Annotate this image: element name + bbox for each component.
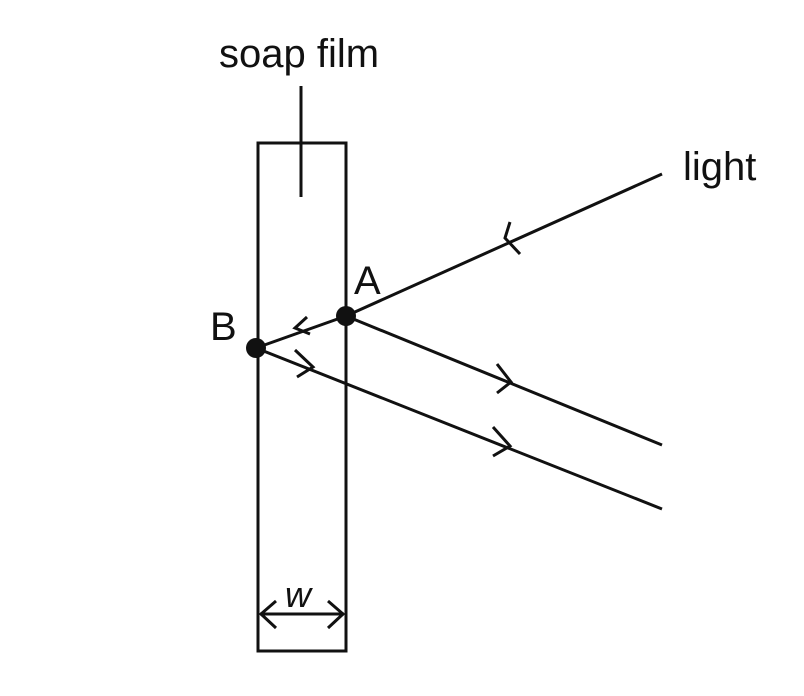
point-a-dot xyxy=(336,306,356,326)
incident-ray xyxy=(345,172,663,318)
reflected-ray-a-arrow xyxy=(495,363,514,395)
reflected-ray-b-arrow xyxy=(491,425,513,458)
soap-film-label: soap film xyxy=(219,32,380,76)
incident-ray-arrow xyxy=(503,221,522,256)
width-arrow-left xyxy=(258,599,278,630)
width-arrow-right xyxy=(326,599,346,630)
reflected-ray-b xyxy=(255,346,663,511)
reflected-ray-a xyxy=(345,314,663,447)
point-b-dot xyxy=(246,338,266,358)
light-label: light xyxy=(683,145,757,189)
point-b-label: B xyxy=(210,305,237,349)
refracted-ray-arrow xyxy=(292,315,311,336)
reflected-ray-b-internal-arrow xyxy=(293,348,316,379)
point-a-label: A xyxy=(354,259,381,303)
width-label: w xyxy=(285,574,311,615)
